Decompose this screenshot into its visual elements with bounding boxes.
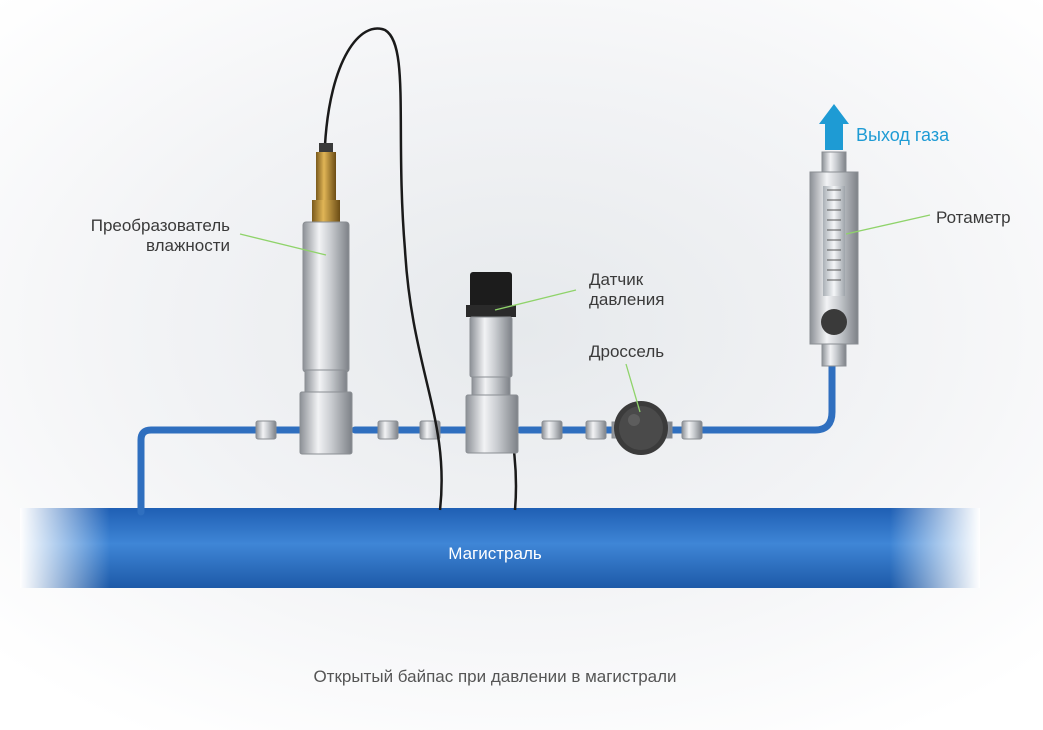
gas-outlet-arrow <box>819 104 849 150</box>
leader-pressure-sensor <box>494 289 577 311</box>
label-gas-outlet: Выход газа <box>856 125 949 145</box>
label-humidity-transmitter-text: Преобразователь влажности <box>90 216 230 255</box>
label-rotameter: Ротаметр <box>936 208 1011 228</box>
leader-lines <box>239 214 931 413</box>
rotameter <box>809 151 859 367</box>
throttle-valve <box>611 401 673 455</box>
label-pressure-sensor: Датчик давления <box>589 270 664 310</box>
humidity-transmitter <box>299 27 443 511</box>
leader-humidity-transmitter <box>239 233 327 256</box>
leader-rotameter <box>845 214 931 235</box>
label-rotameter-text: Ротаметр <box>936 208 1011 227</box>
label-throttle: Дроссель <box>589 342 664 362</box>
label-throttle-text: Дроссель <box>589 342 665 361</box>
pipe-fittings <box>255 420 703 440</box>
mainline-pipe <box>20 508 980 588</box>
mainline-label: Магистраль <box>448 544 542 563</box>
leader-throttle <box>625 363 641 413</box>
label-humidity-transmitter: Преобразователь влажности <box>40 216 230 256</box>
pressure-sensor <box>465 272 519 511</box>
label-gas-outlet-text: Выход газа <box>856 125 950 145</box>
label-pressure-sensor-text: Датчик давления <box>589 270 665 309</box>
diagram-caption: Открытый байпас при давлении в магистрал… <box>313 667 677 686</box>
